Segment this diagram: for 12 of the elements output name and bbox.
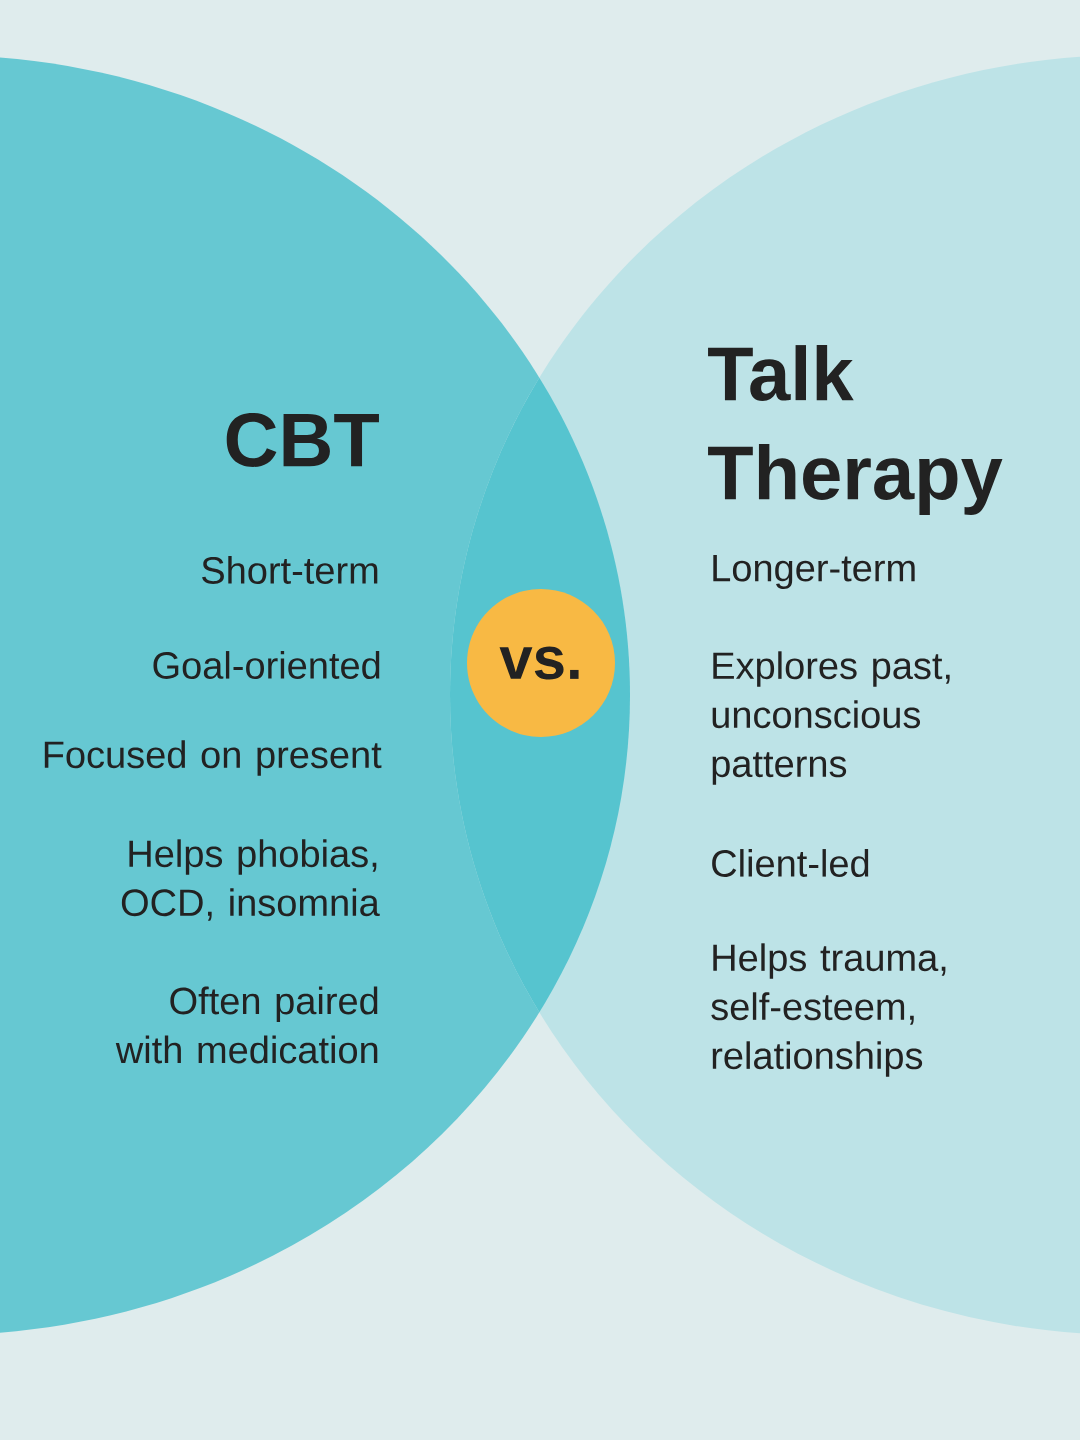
list-item: Goal-oriented [153, 651, 380, 679]
list-item: Explores past, unconscious patterns [712, 651, 950, 785]
list-item: Focused on present [44, 740, 382, 776]
list-item: Often paired with medication [115, 986, 378, 1064]
heading: Talk Therapy [708, 345, 1003, 515]
heading: CBT [226, 413, 379, 467]
list-item: Helps phobias, OCD, insomnia [121, 839, 380, 921]
list-item: Short-term [202, 556, 378, 584]
vs-label: vs. [499, 646, 579, 680]
list-item: Client-led [712, 849, 869, 877]
list-item: Helps trauma, self-esteem, relationships [711, 943, 946, 1077]
list-item: Longer-term [713, 555, 915, 590]
